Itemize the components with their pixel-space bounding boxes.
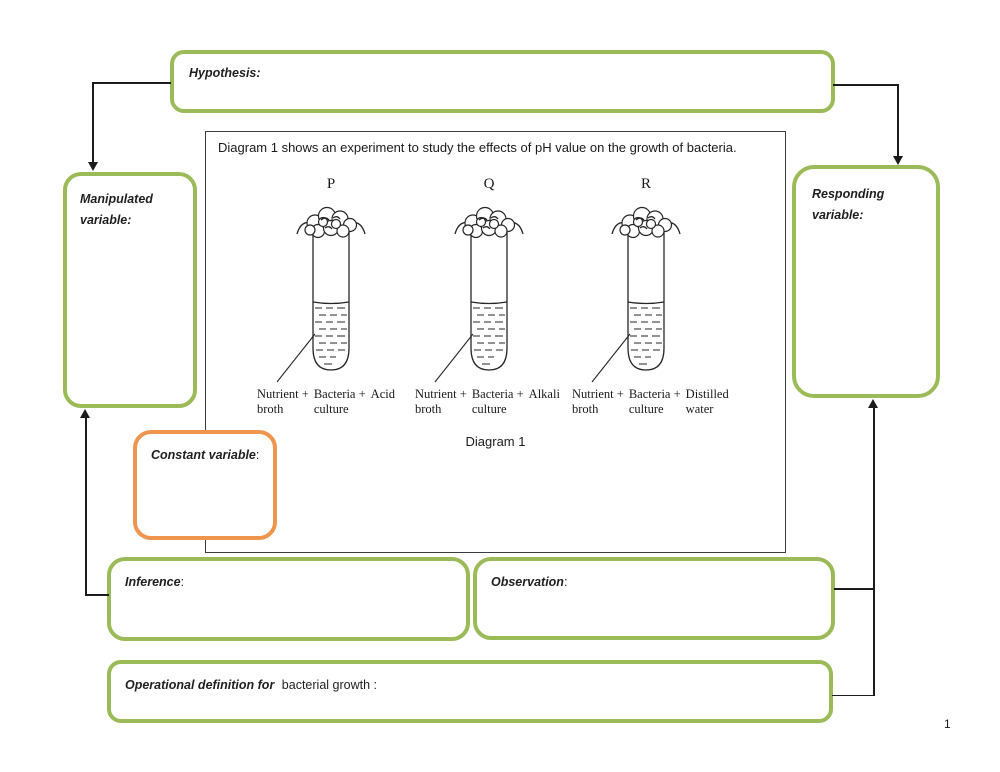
responding-variable-label-line2: variable: <box>812 208 864 222</box>
observation-label: Observation <box>491 575 564 589</box>
inference-label: Inference <box>125 575 181 589</box>
connector-hypothesis-to-manipulated-v <box>92 82 94 163</box>
test-tube-r-drawing <box>591 206 681 383</box>
connector-hypothesis-to-responding-v <box>897 84 899 157</box>
constant-variable-box: Constant variable: <box>133 430 277 540</box>
tube-r-ingredient-1: Nutrient + <box>572 387 624 401</box>
test-tube-group-q: Q Nutrient +broth Bacteria +culture Alka… <box>409 176 579 417</box>
tube-p-ingredient-2b: culture <box>313 402 349 416</box>
constant-variable-colon: : <box>255 448 260 462</box>
tube-p-ingredient-2: Bacteria + <box>313 387 366 401</box>
arrowhead-up-responding <box>868 399 878 408</box>
test-tube-p-drawing <box>276 206 366 383</box>
connector-right-vertical <box>873 407 875 696</box>
tube-q-ingredient-2b: culture <box>471 402 507 416</box>
arrowhead-down-manipulated <box>88 162 98 171</box>
operational-definition-box: Operational definition for bacterial gro… <box>107 660 833 723</box>
tube-q-ingredient-1: Nutrient + <box>415 387 467 401</box>
hypothesis-label: Hypothesis: <box>189 66 261 80</box>
manipulated-variable-label-line1: Manipulated <box>80 192 153 206</box>
connector-operational-to-responding-h <box>832 694 874 696</box>
tube-r-ingredient-3b: water <box>685 402 714 416</box>
diagram-description: Diagram 1 shows an experiment to study t… <box>218 140 737 155</box>
tube-q-ingredient-3: Alkali <box>528 387 560 401</box>
test-tube-group-r: R Nutrient +broth Bacteria +culture Dist… <box>566 176 736 417</box>
manipulated-variable-box: Manipulated variable: <box>63 172 197 408</box>
tube-r-ingredient-1b: broth <box>572 402 599 416</box>
connector-observation-to-responding-h <box>834 588 874 590</box>
tube-label-r: Nutrient +broth Bacteria +culture Distil… <box>566 387 736 417</box>
test-tube-q-drawing <box>434 206 524 383</box>
tube-letter-r: R <box>640 176 651 192</box>
tube-p-ingredient-1b: broth <box>257 402 284 416</box>
tube-r-ingredient-3: Distilled <box>685 387 729 401</box>
responding-variable-label-line1: Responding <box>812 187 885 201</box>
diagram-caption: Diagram 1 <box>465 434 526 449</box>
inference-colon: : <box>180 575 185 589</box>
constant-variable-label: Constant variable <box>151 448 256 462</box>
tube-letter-p: P <box>326 176 336 192</box>
tube-q-ingredient-2: Bacteria + <box>471 387 524 401</box>
tube-p-ingredient-3: Acid <box>370 387 395 401</box>
test-tube-group-p: P Nutrient +broth Bacteria +culture Acid <box>251 176 421 417</box>
tube-label-q: Nutrient +broth Bacteria +culture Alkali <box>409 387 579 417</box>
responding-variable-box: Responding variable: <box>792 165 940 398</box>
inference-box: Inference: <box>107 557 470 641</box>
connector-inference-to-manipulated-h <box>85 594 109 596</box>
arrowhead-down-responding <box>893 156 903 165</box>
tube-letter-q: Q <box>483 176 495 192</box>
connector-inference-to-manipulated-v <box>85 417 87 595</box>
diagram-panel: Diagram 1 shows an experiment to study t… <box>205 131 786 553</box>
tube-q-ingredient-1b: broth <box>415 402 442 416</box>
tube-r-ingredient-2b: culture <box>628 402 664 416</box>
operational-definition-suffix: bacterial growth : <box>281 678 377 692</box>
tube-p-ingredient-1: Nutrient + <box>257 387 309 401</box>
tube-r-ingredient-2: Bacteria + <box>628 387 681 401</box>
operational-definition-label: Operational definition for <box>125 678 275 692</box>
manipulated-variable-label-line2: variable: <box>80 213 132 227</box>
observation-box: Observation: <box>473 557 835 640</box>
hypothesis-box: Hypothesis: <box>170 50 835 113</box>
connector-hypothesis-to-responding-h <box>833 84 898 86</box>
connector-hypothesis-to-manipulated-h <box>92 82 171 84</box>
page-number: 1 <box>944 717 951 731</box>
tube-label-p: Nutrient +broth Bacteria +culture Acid <box>251 387 421 417</box>
observation-colon: : <box>563 575 568 589</box>
arrowhead-up-manipulated <box>80 409 90 418</box>
